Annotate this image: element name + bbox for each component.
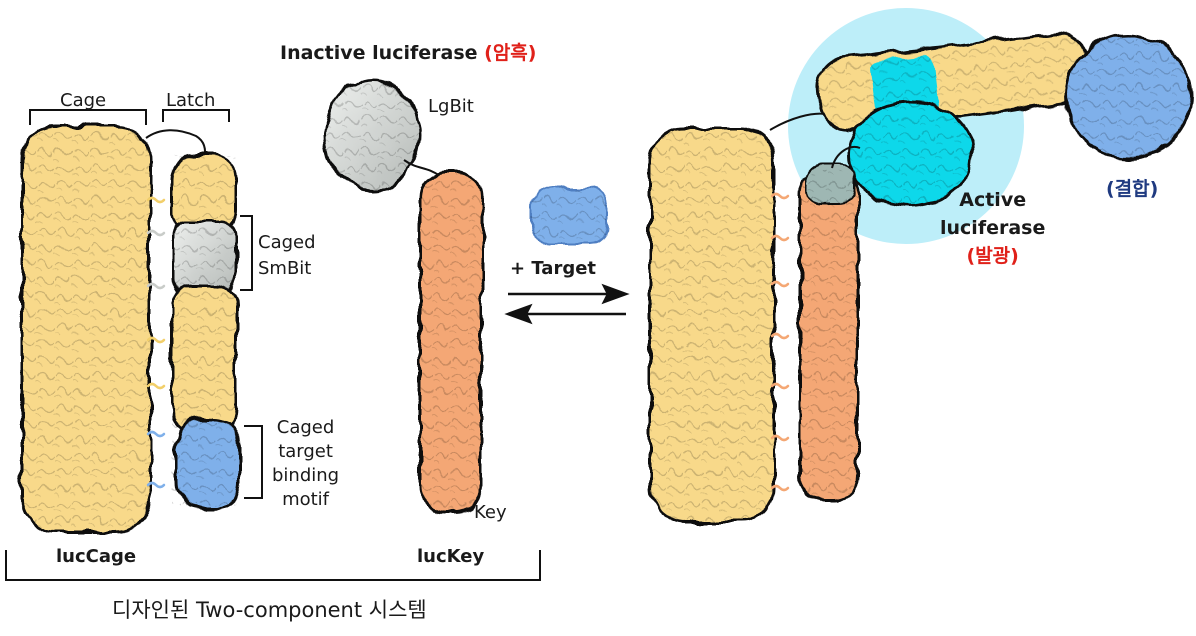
caged-smbit-label: Caged SmBit [258, 230, 316, 282]
linker [145, 129, 206, 161]
key-protein-bound [798, 163, 860, 502]
binding-label-ko: (결합) [1106, 178, 1159, 200]
target-bracket [244, 425, 263, 499]
active-luciferase-label: Active luciferase (발광) [940, 186, 1045, 270]
latch-label: Latch [166, 90, 216, 111]
system-bracket [5, 550, 541, 581]
luccage-label: lucCage [56, 546, 137, 567]
cage-bracket [29, 109, 147, 125]
active-line-1: Active [959, 189, 1027, 211]
target-protein [531, 187, 609, 245]
linker [831, 146, 861, 169]
active-label-ko: (발광) [966, 245, 1019, 267]
caged-target-line-1: Caged [276, 417, 335, 438]
interaction-squiggles [770, 192, 790, 492]
caption: 디자인된 Two-component 시스템 [112, 598, 427, 622]
inactive-label-ko: (암흑) [484, 42, 537, 64]
latch-bracket [162, 109, 230, 122]
interaction-squiggles [146, 196, 166, 489]
inactive-luciferase-label: Inactive luciferase (암흑) [280, 38, 536, 65]
caged-target-line-4: motif [282, 489, 330, 510]
cage-protein [20, 124, 152, 534]
inactive-label-en: Inactive luciferase [280, 42, 485, 64]
lgbit-label: LgBit [428, 96, 474, 117]
cage-label: Cage [60, 90, 107, 111]
active-line-2: luciferase [940, 217, 1046, 239]
key-label: Key [474, 502, 507, 523]
active-luciferase-protein [846, 100, 974, 208]
target-protein-bound [1064, 32, 1192, 160]
caged-target-line-2: target [278, 441, 333, 462]
caged-target-line-3: binding [272, 465, 340, 486]
cage-protein-bound [648, 126, 776, 524]
luckey-label: lucKey [417, 546, 485, 567]
key-protein [418, 170, 484, 514]
target-label: + Target [510, 258, 597, 279]
equilibrium-arrows [504, 283, 630, 325]
caged-target-label: Caged target binding motif [272, 416, 339, 512]
caged-smbit-line-2: SmBit [258, 258, 312, 279]
lgbit-protein [322, 79, 422, 191]
smbit-bracket [240, 215, 253, 291]
caged-smbit-line-1: Caged [258, 232, 316, 253]
latch-protein [170, 153, 242, 510]
